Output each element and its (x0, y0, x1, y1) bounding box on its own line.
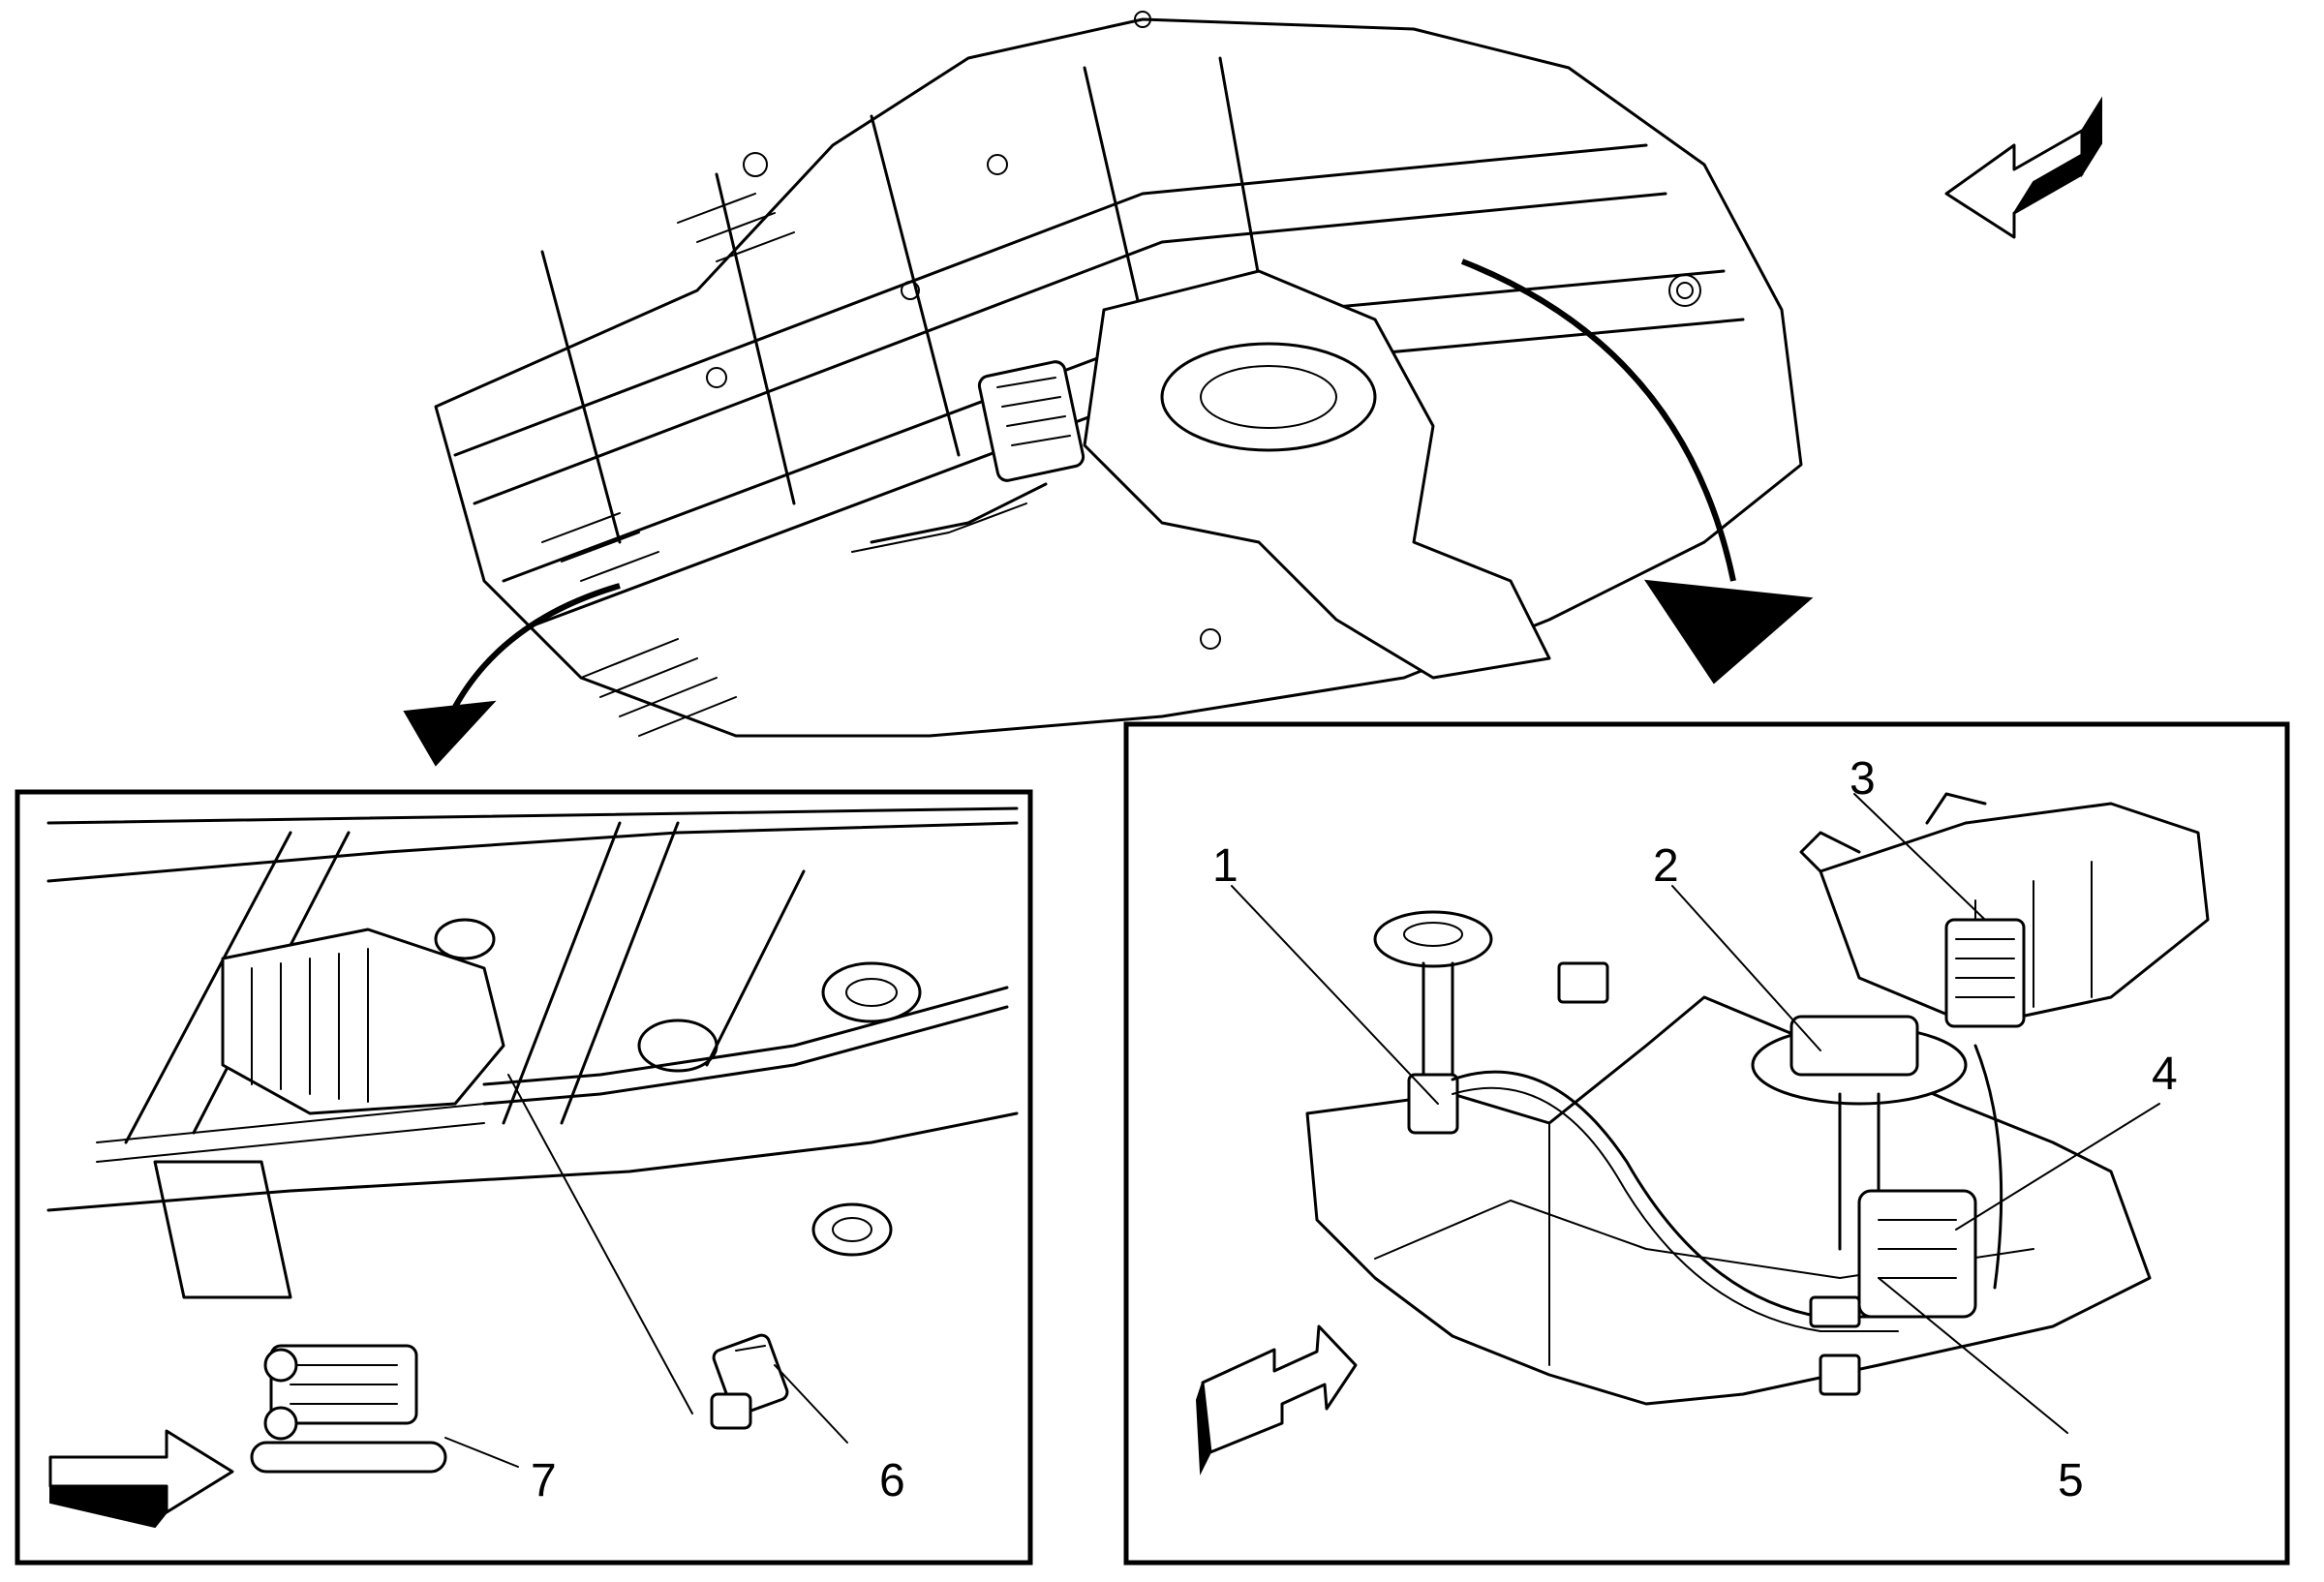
fuel-tank-outline (1083, 269, 1551, 680)
callout-1: 1 (1212, 840, 1238, 892)
underbody-overview (434, 11, 1803, 738)
callout-5: 5 (2058, 1455, 2084, 1506)
callout-7: 7 (531, 1455, 557, 1506)
arrow-head-left (403, 700, 497, 767)
leader-6b (507, 1074, 693, 1415)
callout-labels: 1 2 3 4 5 6 7 (531, 753, 2178, 1506)
connector-6 (710, 1333, 789, 1430)
direction-arrow-top-right (1944, 96, 2102, 239)
curved-arrow-right (1460, 259, 1736, 582)
direction-arrow-bottom-left (48, 1429, 234, 1529)
direction-arrow-right-panel (1195, 1324, 1358, 1476)
callout-6: 6 (879, 1455, 905, 1506)
leader-4 (1955, 1103, 2160, 1231)
evap-canister (1799, 792, 2210, 1028)
leader-6 (774, 1364, 848, 1444)
right-panel-contents (1305, 792, 2210, 1406)
arrow-head-right (1643, 579, 1814, 685)
callout-3: 3 (1850, 753, 1876, 805)
callout-2: 2 (1653, 840, 1679, 892)
leader-3 (1853, 793, 1986, 921)
leader-lines (444, 793, 2160, 1468)
leader-7 (444, 1437, 519, 1468)
fuel-level-sender (1373, 910, 1609, 1135)
callout-4: 4 (2152, 1049, 2178, 1100)
leader-5 (1878, 1277, 2068, 1434)
leader-1 (1231, 885, 1439, 1105)
left-panel-contents (46, 806, 1019, 1474)
leader-2 (1671, 885, 1821, 1051)
curved-arrow-left (452, 583, 621, 709)
sensor-7 (250, 1344, 447, 1474)
